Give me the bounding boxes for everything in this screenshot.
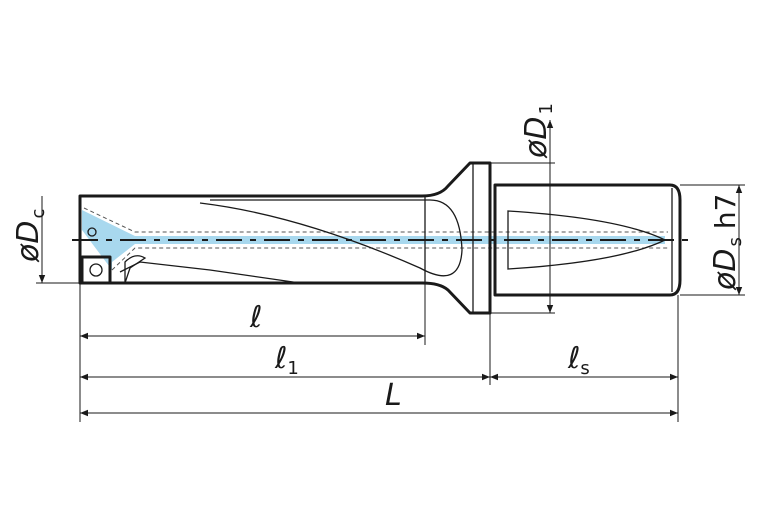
extension-lines xyxy=(36,162,745,422)
shank xyxy=(493,183,682,297)
screw-hole-icon xyxy=(87,227,97,237)
label-d1: øD1 xyxy=(519,103,557,159)
label-ds: øDsh7 xyxy=(708,194,746,291)
label-l1: ℓ1 xyxy=(274,341,299,379)
label-dc: øDc xyxy=(11,209,49,263)
label-ls: ℓs xyxy=(567,341,590,379)
label-l: ℓ xyxy=(249,300,262,335)
insert-icon xyxy=(80,255,112,285)
label-L: L xyxy=(385,378,402,413)
